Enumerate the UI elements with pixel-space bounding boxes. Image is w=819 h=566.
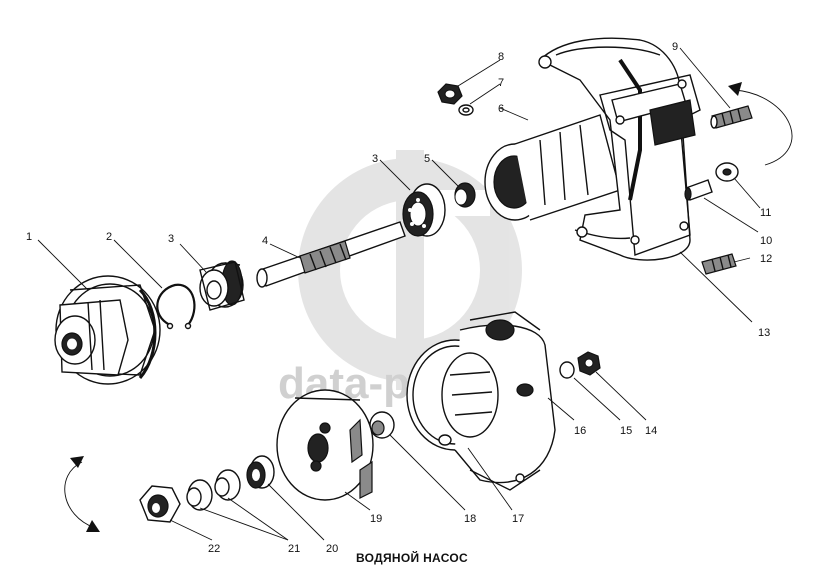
part-1-pulley-hub — [54, 275, 161, 385]
part-21-spacer-b — [186, 479, 213, 511]
callout-15: 15 — [620, 425, 632, 437]
callout-4: 4 — [262, 235, 268, 247]
callout-5: 5 — [424, 153, 430, 165]
part-21-spacer-a — [214, 469, 241, 501]
rotation-arrow-left — [64, 456, 100, 532]
part-7-washer — [458, 104, 474, 116]
callout-19: 19 — [370, 513, 382, 525]
callout-16: 16 — [574, 425, 586, 437]
part-5-seal — [454, 182, 476, 208]
callout-10: 10 — [760, 235, 772, 247]
part-16-impeller-ring — [441, 352, 499, 438]
callout-14: 14 — [645, 425, 657, 437]
callout-20: 20 — [326, 543, 338, 555]
callout-13: 13 — [758, 327, 770, 339]
callout-7: 7 — [498, 77, 504, 89]
callout-8: 8 — [498, 51, 504, 63]
part-18-bushing — [369, 411, 395, 439]
callout-3: 3 — [168, 233, 174, 245]
part-17-front-housing — [406, 311, 556, 491]
part-10-sleeve — [684, 179, 713, 201]
part-3-bearing-left — [199, 260, 245, 311]
part-2-circlip — [156, 283, 196, 330]
part-13-gasket — [599, 74, 701, 256]
part-6-housing — [484, 37, 691, 261]
callout-21: 21 — [288, 543, 300, 555]
part-12-stud — [701, 253, 737, 275]
part-11-washer — [715, 162, 739, 182]
part-3-bearing-right — [402, 183, 446, 237]
callout-11: 11 — [760, 207, 771, 219]
callout-18: 18 — [464, 513, 476, 525]
part-9-stud — [710, 105, 753, 129]
callout-6: 6 — [498, 103, 504, 115]
rotation-arrow-right — [728, 82, 793, 166]
callout-17: 17 — [512, 513, 524, 525]
part-8-nut — [437, 83, 463, 105]
part-14-nut — [577, 351, 601, 376]
part-4-shaft — [256, 221, 406, 288]
part-19-impeller — [276, 389, 374, 501]
part-22-nut — [139, 485, 181, 523]
diagram-caption: ВОДЯНОЙ НАСОС — [356, 550, 468, 565]
part-20-bearing — [246, 455, 275, 489]
leader-lines — [37, 47, 761, 541]
callout-9: 9 — [672, 41, 678, 53]
callout-12: 12 — [760, 253, 772, 265]
callout-2: 2 — [106, 231, 112, 243]
callout-3: 3 — [372, 153, 378, 165]
part-15-washer — [559, 361, 575, 379]
callout-22: 22 — [208, 543, 220, 555]
callout-1: 1 — [26, 231, 32, 243]
